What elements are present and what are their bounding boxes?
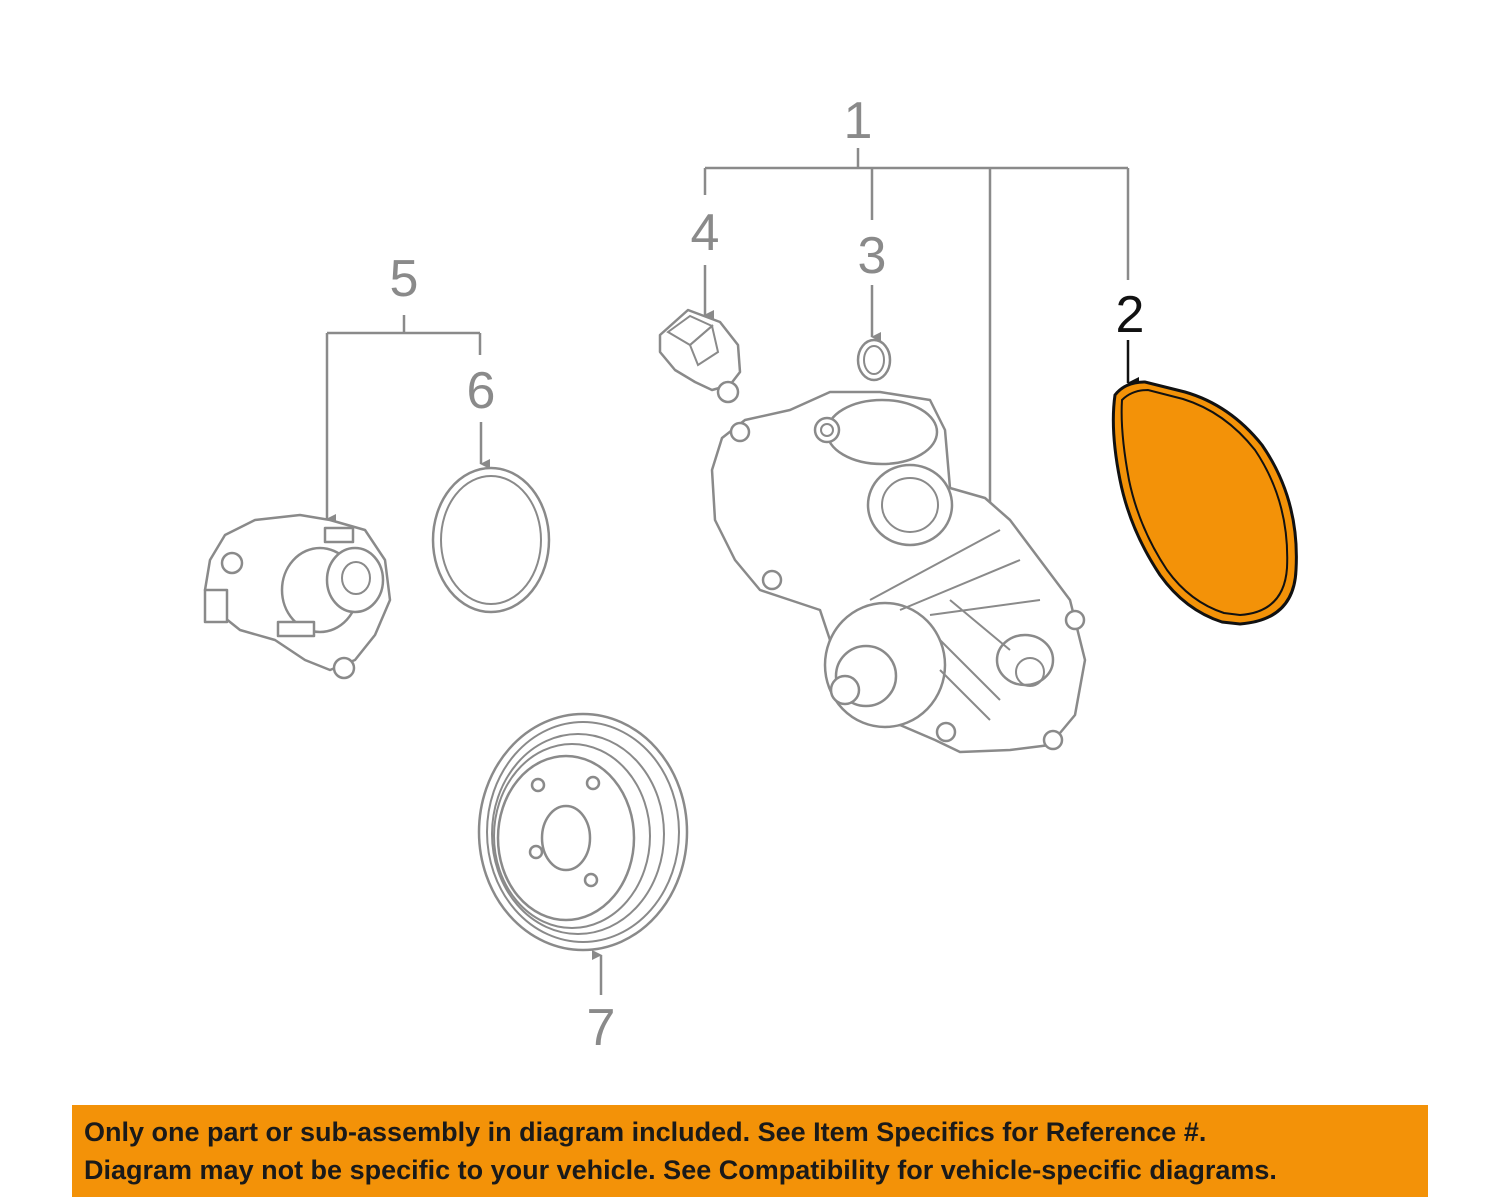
callout-2: 2 — [1116, 286, 1145, 344]
callout-1: 1 — [844, 92, 873, 150]
parts-diagram: 1 2 3 4 5 6 7 — [203, 92, 1298, 1057]
disclaimer-line-2: Diagram may not be specific to your vehi… — [84, 1155, 1277, 1185]
callout-4: 4 — [691, 204, 720, 262]
thermostat-o-ring[interactable] — [431, 466, 551, 614]
callout-3: 3 — [858, 227, 887, 285]
water-pump-gasket[interactable] — [1111, 380, 1298, 626]
disclaimer-line-1: Only one part or sub-assembly in diagram… — [84, 1117, 1207, 1147]
leader-group-5 — [325, 315, 482, 524]
water-pump-assembly[interactable] — [710, 390, 1087, 754]
callout-7: 7 — [587, 999, 616, 1057]
leader-group-1 — [703, 148, 1130, 523]
small-o-ring[interactable] — [856, 338, 892, 382]
water-pump-pulley[interactable] — [477, 712, 689, 952]
callout-5: 5 — [390, 250, 419, 308]
coolant-temperature-sensor[interactable] — [658, 308, 742, 404]
callout-6: 6 — [467, 362, 496, 420]
thermostat-assembly[interactable] — [203, 513, 392, 680]
disclaimer-banner: Only one part or sub-assembly in diagram… — [72, 1105, 1428, 1197]
